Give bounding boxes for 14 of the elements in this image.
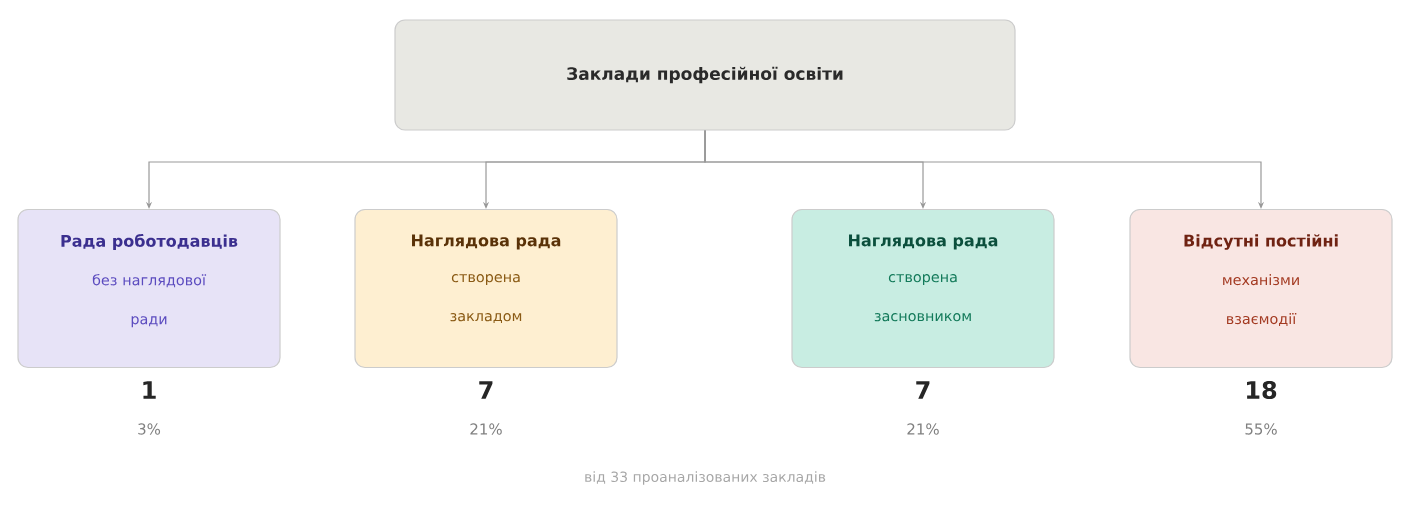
- count-label: 1: [143, 381, 156, 399]
- percent-label: 21%: [470, 423, 502, 435]
- category-box: Відсутні постійні механізми взаємодії: [1129, 208, 1393, 369]
- count-label: 7: [479, 381, 493, 399]
- percent-label: 55%: [1245, 423, 1277, 435]
- category-box: Наглядова рада створена засновником: [791, 208, 1055, 369]
- percent-label: 3%: [138, 423, 161, 435]
- category-box: Наглядова рада створена закладом: [354, 208, 618, 369]
- caption: від 33 проаналізованих закладів: [585, 471, 826, 485]
- percent-label: 21%: [907, 423, 939, 435]
- count-label: 18: [1247, 380, 1277, 400]
- category-box: Заклади професійної освіти: [394, 19, 1016, 131]
- category-box: Рада роботодавців без наглядової ради: [17, 208, 281, 369]
- count-label: 7: [916, 381, 930, 399]
